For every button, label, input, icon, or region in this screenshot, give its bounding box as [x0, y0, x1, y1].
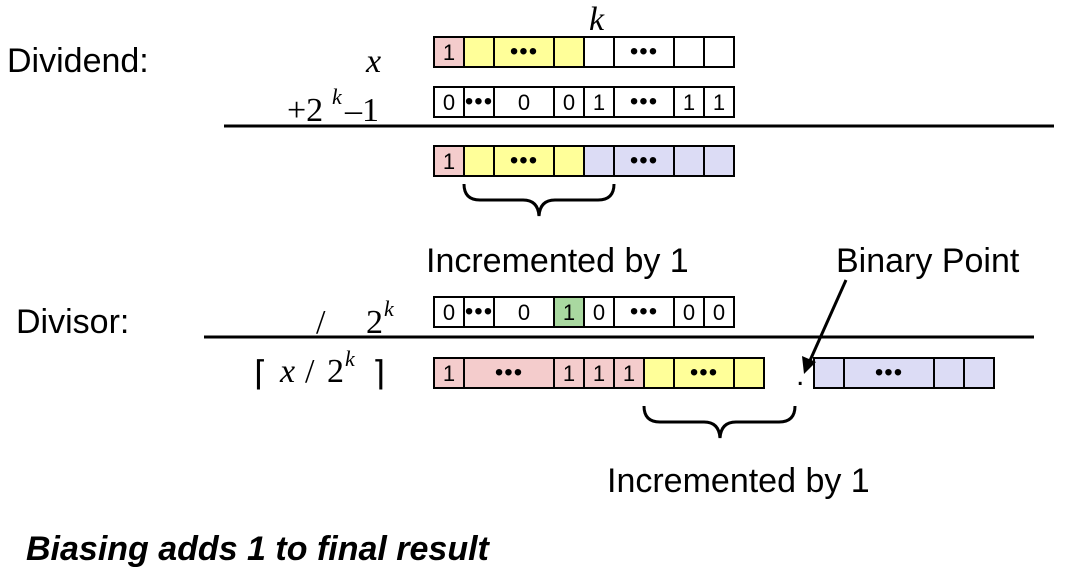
bit-cell [583, 357, 615, 389]
binary-point-dot: . [796, 359, 804, 392]
divide-slash: / [316, 304, 326, 341]
bit-value: 1 [623, 361, 635, 386]
ceiling-two: 2 [327, 353, 344, 390]
bit-value: 1 [443, 361, 455, 386]
ceiling-x: x [279, 353, 295, 390]
bit-cell [463, 36, 495, 68]
bit-cell [673, 145, 705, 177]
bias-k-superscript: k [332, 84, 343, 109]
bias-plus-two: +2 [287, 92, 323, 129]
ceiling-expression: ⌈ x / 2 k ⌉ [254, 346, 385, 393]
bit-cell [433, 357, 465, 389]
bit-value: 1 [443, 149, 455, 174]
bit-cell [613, 36, 675, 68]
divisor-expression: / 2 k [316, 296, 395, 341]
bit-value: 0 [593, 300, 605, 325]
dividend-label: Dividend: [7, 42, 149, 80]
bit-ellipsis: ••• [495, 359, 523, 386]
bit-cell [813, 357, 845, 389]
bit-cell [963, 357, 995, 389]
bit-value: 1 [563, 361, 575, 386]
bit-cell [493, 296, 555, 328]
bit-value: 0 [443, 90, 455, 115]
bit-cell [673, 36, 705, 68]
binary-point-label: Binary Point [836, 242, 1020, 280]
bit-cell [933, 357, 965, 389]
bit-value: 0 [683, 300, 695, 325]
bit-value: 0 [518, 300, 530, 325]
bit-ellipsis: ••• [630, 298, 658, 325]
bitrow-result-fraction: ••• [813, 357, 995, 389]
bit-ellipsis: ••• [510, 38, 538, 65]
bit-ellipsis: ••• [630, 38, 658, 65]
bit-cell [583, 36, 615, 68]
bitrow-sum: 1 ••• ••• [433, 145, 735, 177]
ceiling-right-bracket: ⌉ [372, 356, 385, 393]
footer-note: Biasing adds 1 to final result [26, 530, 491, 568]
bit-cell [553, 86, 585, 118]
bit-cell [433, 86, 465, 118]
bit-ellipsis: ••• [630, 88, 658, 115]
bit-value: 0 [563, 90, 575, 115]
bit-cell [583, 86, 615, 118]
bit-cell [613, 357, 645, 389]
bit-ellipsis: ••• [510, 147, 538, 174]
bit-cell [733, 357, 765, 389]
divisor-two: 2 [366, 304, 383, 341]
bias-expression: +2 k –1 [287, 84, 379, 129]
bit-ellipsis: ••• [465, 88, 493, 115]
bitrow-x: 1 ••• ••• [433, 36, 735, 68]
bit-cell [703, 86, 735, 118]
bit-value: 1 [683, 90, 695, 115]
bit-value: 1 [563, 300, 575, 325]
incremented-label-top: Incremented by 1 [426, 242, 689, 280]
bit-cell [433, 145, 465, 177]
bit-cell [613, 296, 675, 328]
bit-ellipsis: ••• [690, 359, 718, 386]
bit-cell [463, 296, 495, 328]
x-operand: x [365, 43, 381, 80]
bit-value: 1 [593, 90, 605, 115]
bit-value: 1 [713, 90, 725, 115]
bit-ellipsis: ••• [465, 298, 493, 325]
bit-cell [583, 145, 615, 177]
incremented-label-bottom: Incremented by 1 [607, 462, 870, 500]
bit-value: 1 [593, 361, 605, 386]
bit-cell [643, 357, 675, 389]
bit-value: 0 [443, 300, 455, 325]
bit-cell [463, 357, 555, 389]
bit-cell [463, 145, 495, 177]
bit-ellipsis: ••• [630, 147, 658, 174]
bit-cell [493, 86, 555, 118]
ceiling-k-superscript: k [345, 346, 356, 371]
bottom-brace [642, 405, 797, 439]
bit-ellipsis: ••• [875, 359, 903, 386]
bit-cell [703, 296, 735, 328]
bit-cell [613, 145, 675, 177]
bit-cell [553, 36, 585, 68]
ceiling-slash: / [305, 353, 315, 390]
k-marker: k [589, 1, 605, 38]
ceiling-left-bracket: ⌈ [254, 356, 267, 393]
bit-value: 1 [443, 40, 455, 65]
bit-cell [703, 145, 735, 177]
divisor-k-superscript: k [384, 296, 395, 321]
bit-value: 0 [713, 300, 725, 325]
top-brace [462, 183, 616, 217]
bit-cell [703, 36, 735, 68]
bit-cell [553, 145, 585, 177]
binary-point-arrow [802, 279, 848, 374]
bit-value: 0 [518, 90, 530, 115]
divisor-label: Divisor: [16, 303, 129, 341]
bias-minus-one: –1 [344, 92, 379, 129]
bit-cell [613, 86, 675, 118]
